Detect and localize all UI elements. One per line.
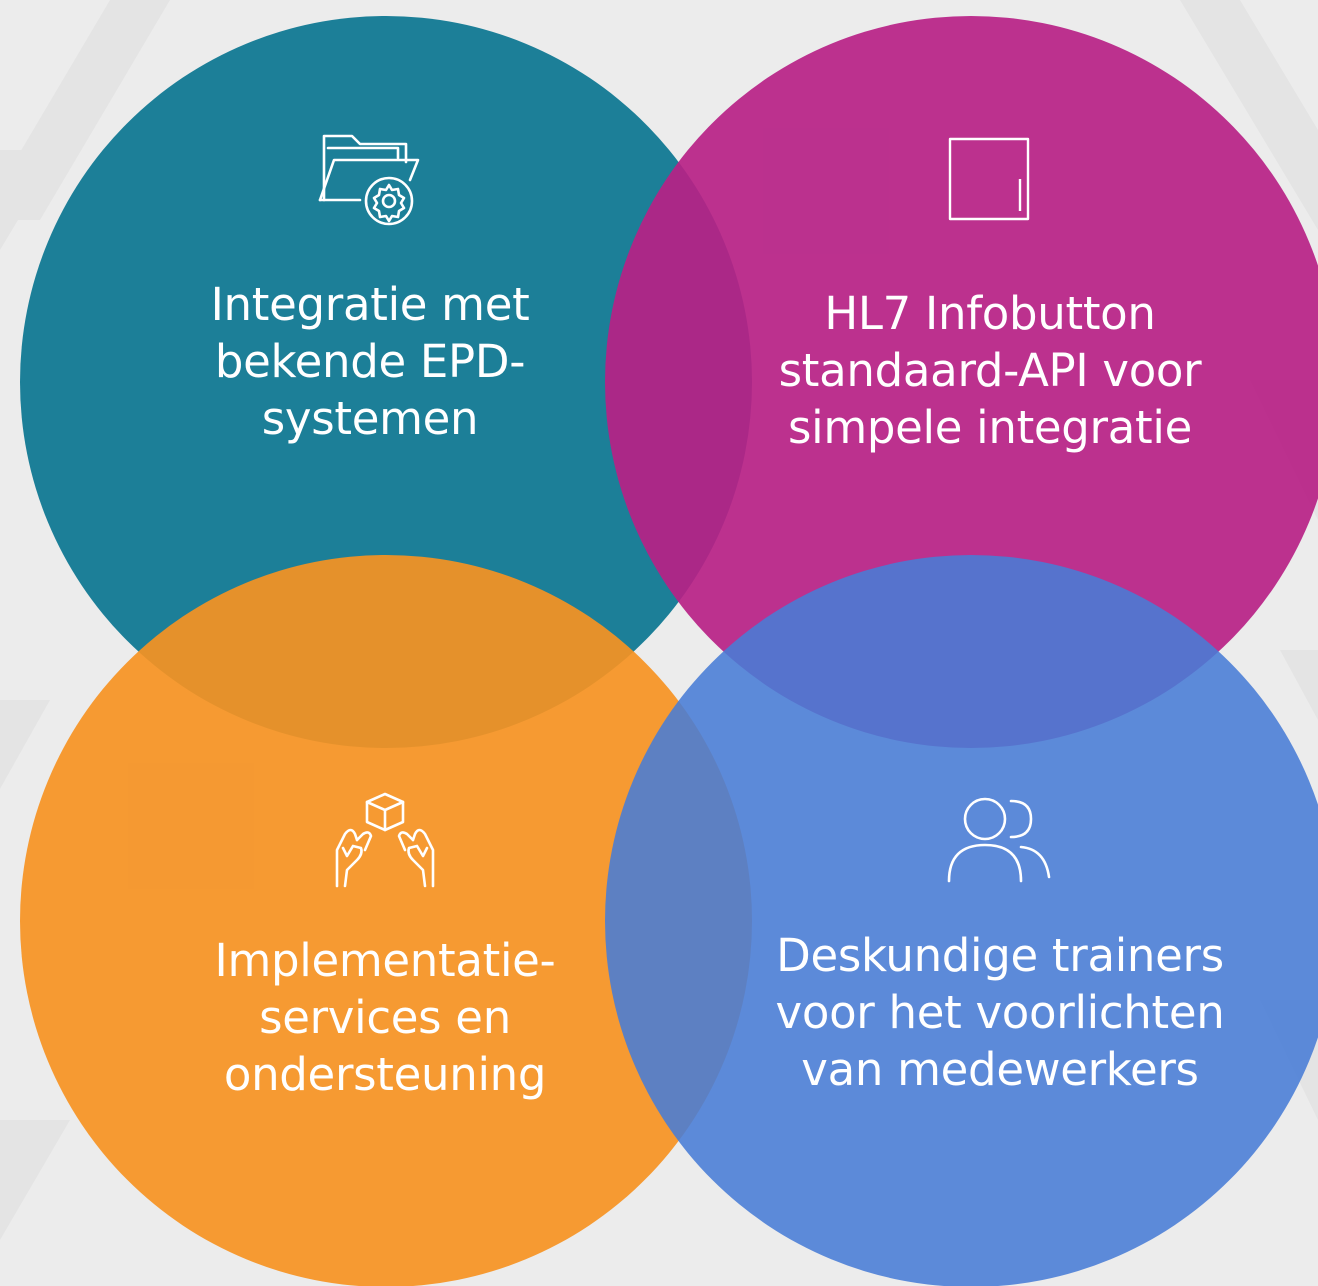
integration-label: Integratie met bekende EPD- systemen: [210, 278, 530, 445]
hl7-label: HL7 Infobutton standaard-API voor simpel…: [778, 287, 1202, 454]
circle-trainers: [605, 555, 1318, 1286]
users-icon: [947, 797, 1051, 883]
folder-gear-icon: [318, 134, 420, 226]
square-frame-icon: [948, 137, 1030, 221]
implementation-label: Implementatie- services en ondersteuning: [214, 934, 556, 1101]
item-integration: Integratie met bekende EPD- systemen: [90, 128, 650, 447]
trainers-label: Deskundige trainers voor het voorlichten…: [775, 929, 1225, 1096]
hands-box-icon: [335, 792, 435, 888]
item-trainers: Deskundige trainers voor het voorlichten…: [720, 795, 1280, 1098]
item-hl7-infobutton: HL7 Infobutton standaard-API voor simpel…: [710, 137, 1270, 456]
item-implementation: Implementatie- services en ondersteuning: [105, 790, 665, 1103]
